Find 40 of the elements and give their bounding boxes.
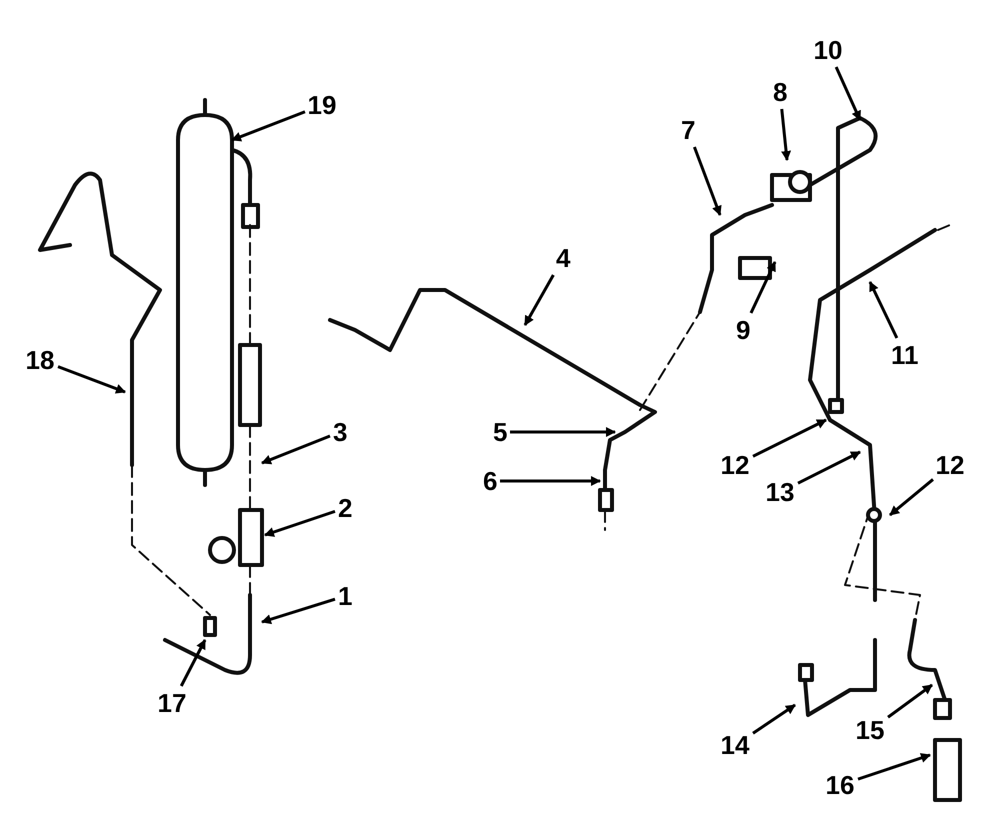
leader-line [180, 639, 206, 687]
leader-line [752, 418, 827, 458]
callout-number: 7 [681, 116, 696, 144]
callout-number: 6 [483, 467, 498, 495]
leader-line [264, 510, 336, 537]
callout-number: 11 [891, 341, 918, 369]
leader-line [887, 684, 933, 718]
leader-line [510, 427, 616, 437]
callout-number: 14 [720, 731, 750, 759]
callout-number: 5 [493, 418, 508, 446]
leader-line [752, 704, 796, 734]
callout-number: 2 [338, 494, 352, 522]
callout-number: 16 [826, 771, 854, 799]
callout-number: 15 [856, 716, 884, 744]
leader-line [889, 478, 934, 516]
callout-number: 12 [720, 451, 750, 479]
leader-line [834, 66, 862, 121]
callout-number: 18 [26, 346, 54, 374]
leader-line [780, 108, 792, 161]
callout-number: 1 [338, 582, 352, 610]
callout-number: 9 [736, 316, 750, 344]
leader-line [524, 274, 555, 326]
callout-number: 13 [766, 478, 794, 506]
callout-number: 17 [158, 689, 186, 717]
leader-line [750, 261, 776, 314]
callout-number: 4 [556, 244, 570, 272]
leader-line [261, 598, 336, 624]
leader-line [858, 753, 931, 781]
leader-line [868, 281, 898, 339]
callout-number: 10 [814, 36, 842, 64]
callout-number: 12 [936, 451, 964, 479]
callout-number: 3 [333, 418, 348, 446]
leader-line [231, 110, 306, 142]
callout-number: 8 [773, 78, 788, 106]
leader-line [693, 146, 722, 216]
leader-line [797, 450, 861, 485]
leader-line [261, 434, 331, 464]
leader-line [500, 476, 601, 486]
leader-line [57, 365, 126, 394]
callout-number: 19 [308, 91, 336, 119]
